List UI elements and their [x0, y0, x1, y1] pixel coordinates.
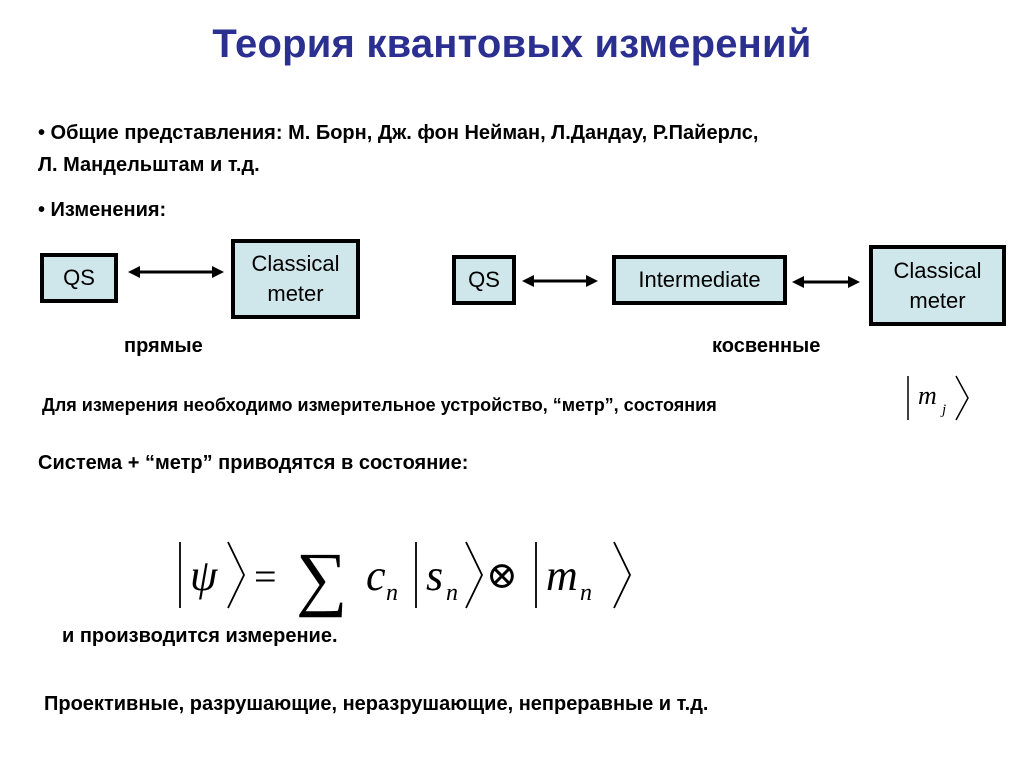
superposition-formula: ψ = ∑ c n s n ⊗ m n: [179, 538, 632, 618]
indirect-left-double-arrow: [522, 275, 598, 287]
indirect-caption: косвенные: [712, 335, 821, 357]
direct-meter-line1: Classical: [251, 251, 340, 277]
formula-s-index: n: [446, 580, 458, 606]
formula-psi: ψ: [190, 551, 218, 600]
indirect-meter-line1: Classical: [893, 257, 982, 283]
formula-s: s: [426, 551, 443, 600]
formula-equals: =: [254, 554, 277, 599]
formula-coef: c: [366, 551, 386, 600]
direct-double-arrow: [128, 266, 224, 278]
direct-meter-line2: meter: [267, 281, 324, 306]
intermediate-label: Intermediate: [638, 267, 761, 293]
bullet-changes: • Изменения:: [38, 199, 167, 221]
indirect-classical-meter-box: Classical meter: [869, 245, 1006, 326]
bullet-general-line2: Л. Мандельштам и т.д.: [38, 154, 260, 176]
formula-sum: ∑: [296, 538, 347, 618]
slide-title: Теория квантовых измерений: [212, 22, 812, 66]
indirect-meter-line2: meter: [909, 287, 966, 313]
meter-state-symbol: m: [918, 381, 937, 410]
formula-tensor: ⊗: [486, 555, 518, 597]
bullet-general-line1: • Общие представления: М. Борн, Дж. фон …: [38, 122, 759, 144]
direct-caption: прямые: [124, 335, 203, 357]
indirect-qs-box: QS: [452, 255, 516, 305]
system-text: Система + “метр” приводятся в состояние:: [38, 452, 469, 474]
meter-state-ket: m j: [907, 375, 969, 421]
formula-m-index: n: [580, 580, 592, 606]
formula-m: m: [546, 551, 578, 600]
meter-state-index: j: [940, 402, 946, 418]
formula-coef-index: n: [386, 580, 398, 606]
device-text: Для измерения необходимо измерительное у…: [42, 395, 717, 415]
direct-qs-label: QS: [63, 265, 95, 291]
measure-text: и производится измерение.: [62, 625, 338, 647]
direct-classical-meter-box: Classical meter: [231, 239, 360, 319]
direct-qs-box: QS: [40, 253, 118, 303]
measurement-types-text: Проективные, разрушающие, неразрушающие,…: [44, 693, 709, 715]
ket-angle: [955, 375, 969, 421]
intermediate-box: Intermediate: [612, 255, 787, 305]
indirect-qs-label: QS: [468, 267, 500, 293]
indirect-right-double-arrow: [792, 276, 860, 288]
